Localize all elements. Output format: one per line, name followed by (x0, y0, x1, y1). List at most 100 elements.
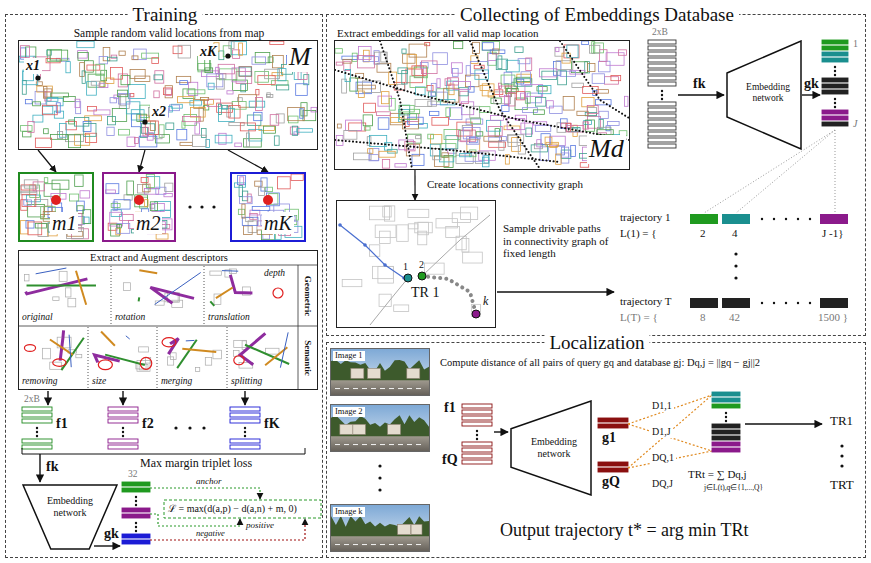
node-label: k (483, 295, 488, 309)
map-block (539, 69, 556, 77)
location-point (225, 53, 230, 58)
arrow (497, 291, 614, 292)
map-block (114, 200, 130, 209)
map-block (350, 78, 358, 91)
map-blocks (335, 41, 628, 168)
building-outline (59, 271, 67, 281)
panorama-image: Image k (330, 504, 430, 552)
map-block (480, 85, 489, 90)
map-block (51, 93, 69, 97)
vector-cell (598, 424, 628, 428)
embedding-network: Embedding network (510, 400, 592, 496)
annotation-label: anchor (196, 476, 222, 486)
map-block (229, 42, 234, 49)
map-block (117, 224, 122, 227)
building-outline (456, 236, 466, 250)
map-block (132, 114, 141, 127)
map-block (91, 81, 100, 85)
building-outline (394, 305, 409, 312)
vector-cell (648, 46, 676, 50)
road-segment (150, 287, 194, 303)
vector-cell (822, 78, 848, 82)
map-block (430, 144, 440, 156)
map-block (131, 110, 144, 120)
map-block (134, 137, 138, 143)
map-block (244, 226, 253, 235)
vector-cell (822, 46, 848, 50)
trees (331, 360, 429, 380)
arrow (39, 454, 40, 482)
map-block (132, 56, 138, 60)
building-outline (461, 207, 478, 219)
map-block (199, 107, 203, 121)
vector-cell (108, 445, 138, 449)
map-block (74, 117, 88, 126)
map-block (20, 221, 28, 234)
trees (331, 516, 429, 536)
map-block (358, 91, 364, 98)
map-block (26, 195, 40, 202)
map-block (240, 123, 255, 131)
map-block (84, 124, 96, 137)
ellipsis-dot (834, 106, 836, 108)
map-block (28, 122, 34, 133)
map-block (395, 164, 406, 167)
map-block (488, 54, 496, 61)
drawing (18, 40, 848, 551)
map-block (556, 154, 561, 164)
panel: Collecting of Embeddings DatabaseExtract… (326, 14, 866, 336)
map-block (243, 139, 261, 147)
annotation-label: TR1 (830, 414, 853, 429)
annotation-label: fQ (442, 452, 458, 468)
map-block (298, 72, 307, 80)
ellipsis-dot (135, 526, 137, 528)
map-block (35, 199, 48, 206)
map-block (363, 57, 379, 62)
map-block (538, 86, 551, 94)
map-block (110, 98, 116, 103)
lane-marking (335, 544, 425, 545)
node-label: Sample random valid locations from map (74, 27, 265, 40)
ellipsis-dot (476, 434, 478, 436)
map-block (117, 224, 130, 234)
annotation-label: original (22, 312, 53, 323)
vector-cell (712, 398, 740, 402)
map-block (484, 136, 501, 141)
map-block (358, 85, 376, 89)
map-block (166, 123, 174, 129)
map-block (103, 48, 110, 61)
vector-cell (648, 52, 676, 56)
map-block (508, 135, 524, 143)
vector-cell (648, 114, 676, 118)
connector-arrow (139, 150, 145, 172)
ellipsis-dot (476, 430, 478, 432)
annotation-label: D1,J (650, 426, 673, 438)
road-segment (186, 340, 195, 341)
map-block (508, 135, 517, 146)
building-outline (205, 358, 211, 366)
map-crop: m2 (102, 172, 176, 242)
map-block (130, 69, 145, 78)
map-block (476, 132, 483, 136)
ellipsis-dot (174, 426, 177, 429)
map-block (421, 61, 437, 74)
map-block (525, 85, 543, 97)
map-block (237, 175, 245, 184)
vector-cell (648, 40, 676, 44)
node-label: Embedding network (525, 436, 583, 459)
map-block (216, 67, 219, 73)
annotation-label: Compute distance of all pairs of query g… (440, 357, 760, 369)
map-block (597, 130, 613, 135)
map-block (555, 47, 564, 56)
annotation-label: TRt = ∑ Dq,j (688, 468, 747, 481)
map-block (111, 55, 116, 58)
map-block (107, 127, 114, 135)
map-block (87, 65, 100, 70)
vector-cell (122, 534, 150, 538)
building-outline (375, 225, 396, 238)
map-block (108, 116, 116, 124)
map-block (256, 89, 259, 94)
map-block (33, 115, 43, 122)
annotation-label: depth (264, 268, 285, 279)
map-block (483, 43, 494, 50)
